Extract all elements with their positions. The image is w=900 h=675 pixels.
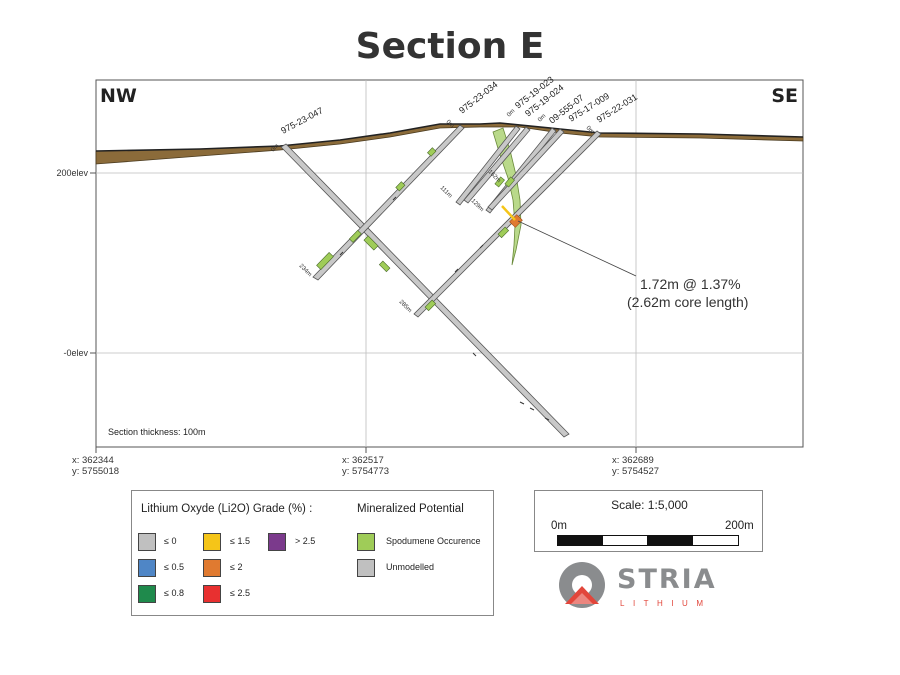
logo-subtitle: LITHIUM [620, 599, 712, 608]
depth-label: 0m [506, 108, 516, 118]
grade-label: ≤ 1.5 [230, 536, 250, 546]
drill-hole-975-23-047 [280, 143, 570, 438]
coord-y: y: 5755018 [72, 466, 120, 477]
grade-legend-title: Lithium Oxyde (Li2O) Grade (%) : [141, 503, 313, 515]
scale-start-label: 0m [551, 520, 567, 532]
coord-middle: x: 362517 y: 5754773 [342, 455, 389, 477]
depth-label: 0m [270, 143, 280, 153]
scale-end-label: 200m [725, 520, 754, 532]
depth-label: 0m [445, 119, 455, 129]
grade-label: ≤ 2 [230, 562, 243, 572]
grade-swatch-1-5 [203, 533, 221, 551]
axis-ticks [90, 172, 637, 453]
coord-x: x: 362344 [72, 455, 114, 466]
grade-label: ≤ 0 [164, 536, 177, 546]
grade-swatch-0-5 [138, 559, 156, 577]
spodumene-swatch [357, 533, 375, 551]
sample-ticks [339, 196, 550, 421]
unmodelled-swatch [357, 559, 375, 577]
grade-label: ≤ 0.8 [164, 588, 184, 598]
section-thickness-note: Section thickness: 100m [108, 427, 206, 437]
scale-bar [557, 535, 739, 546]
depth-label: 0m [537, 113, 547, 123]
logo-name: STRIA [617, 564, 717, 595]
grid [96, 80, 803, 447]
topography-line [95, 122, 804, 152]
grade-swatch-0-8 [138, 585, 156, 603]
potential-label: Unmodelled [386, 562, 435, 572]
scale-panel: Scale: 1:5,000 0m 200m [534, 490, 763, 552]
scale-title: Scale: 1:5,000 [611, 498, 688, 512]
coord-x: x: 362689 [612, 455, 654, 466]
potential-label: Spodumene Occurence [386, 536, 481, 546]
depth-label: 0m [585, 125, 595, 135]
grade-segment [501, 205, 516, 221]
elev-label-200: 200elev [56, 168, 88, 178]
grade-label: > 2.5 [295, 536, 316, 546]
grade-swatch-0 [138, 533, 156, 551]
annotation-grade: 1.72m @ 1.37% [640, 276, 741, 292]
grade-swatch-2-5 [203, 585, 221, 603]
stria-logo-icon [559, 562, 605, 608]
drill-hole-975-19-024 [463, 126, 531, 204]
annotation-leader [517, 220, 637, 277]
coord-y: y: 5754527 [612, 466, 660, 477]
annotation-core-length: (2.62m core length) [627, 294, 748, 310]
coord-x: x: 362517 [342, 455, 384, 466]
nw-label: NW [100, 85, 137, 107]
page-title: Section E [355, 26, 545, 67]
grade-swatch-above-2-5 [268, 533, 286, 551]
legend-panel: Lithium Oxyde (Li2O) Grade (%) : Mineral… [131, 490, 494, 616]
grade-label: ≤ 2.5 [230, 588, 250, 598]
coord-y: y: 5754773 [342, 466, 390, 477]
grade-label: ≤ 0.5 [164, 562, 184, 572]
coord-right: x: 362689 y: 5754527 [612, 455, 659, 477]
drill-hole-975-22-031 [413, 130, 602, 318]
elev-label-0: -0elev [63, 348, 88, 358]
coord-left: x: 362344 y: 5755018 [72, 455, 119, 477]
se-label: SE [771, 85, 798, 107]
grade-swatch-2 [203, 559, 221, 577]
spodumene-intercepts [316, 147, 515, 312]
drill-hole-975-23-034 [312, 124, 465, 281]
drill-holes [280, 124, 602, 438]
potential-legend-title: Mineralized Potential [357, 503, 464, 515]
drill-hole-975-19-023 [455, 125, 521, 206]
